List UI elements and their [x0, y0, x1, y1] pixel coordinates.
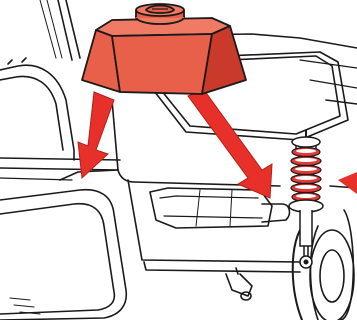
weight-block-icon [82, 4, 246, 94]
arrow-down-left-icon [78, 92, 114, 178]
exhaust-pipe [226, 268, 252, 300]
arrow-small-icon [338, 172, 357, 194]
arrow-down-right-icon [188, 90, 272, 198]
